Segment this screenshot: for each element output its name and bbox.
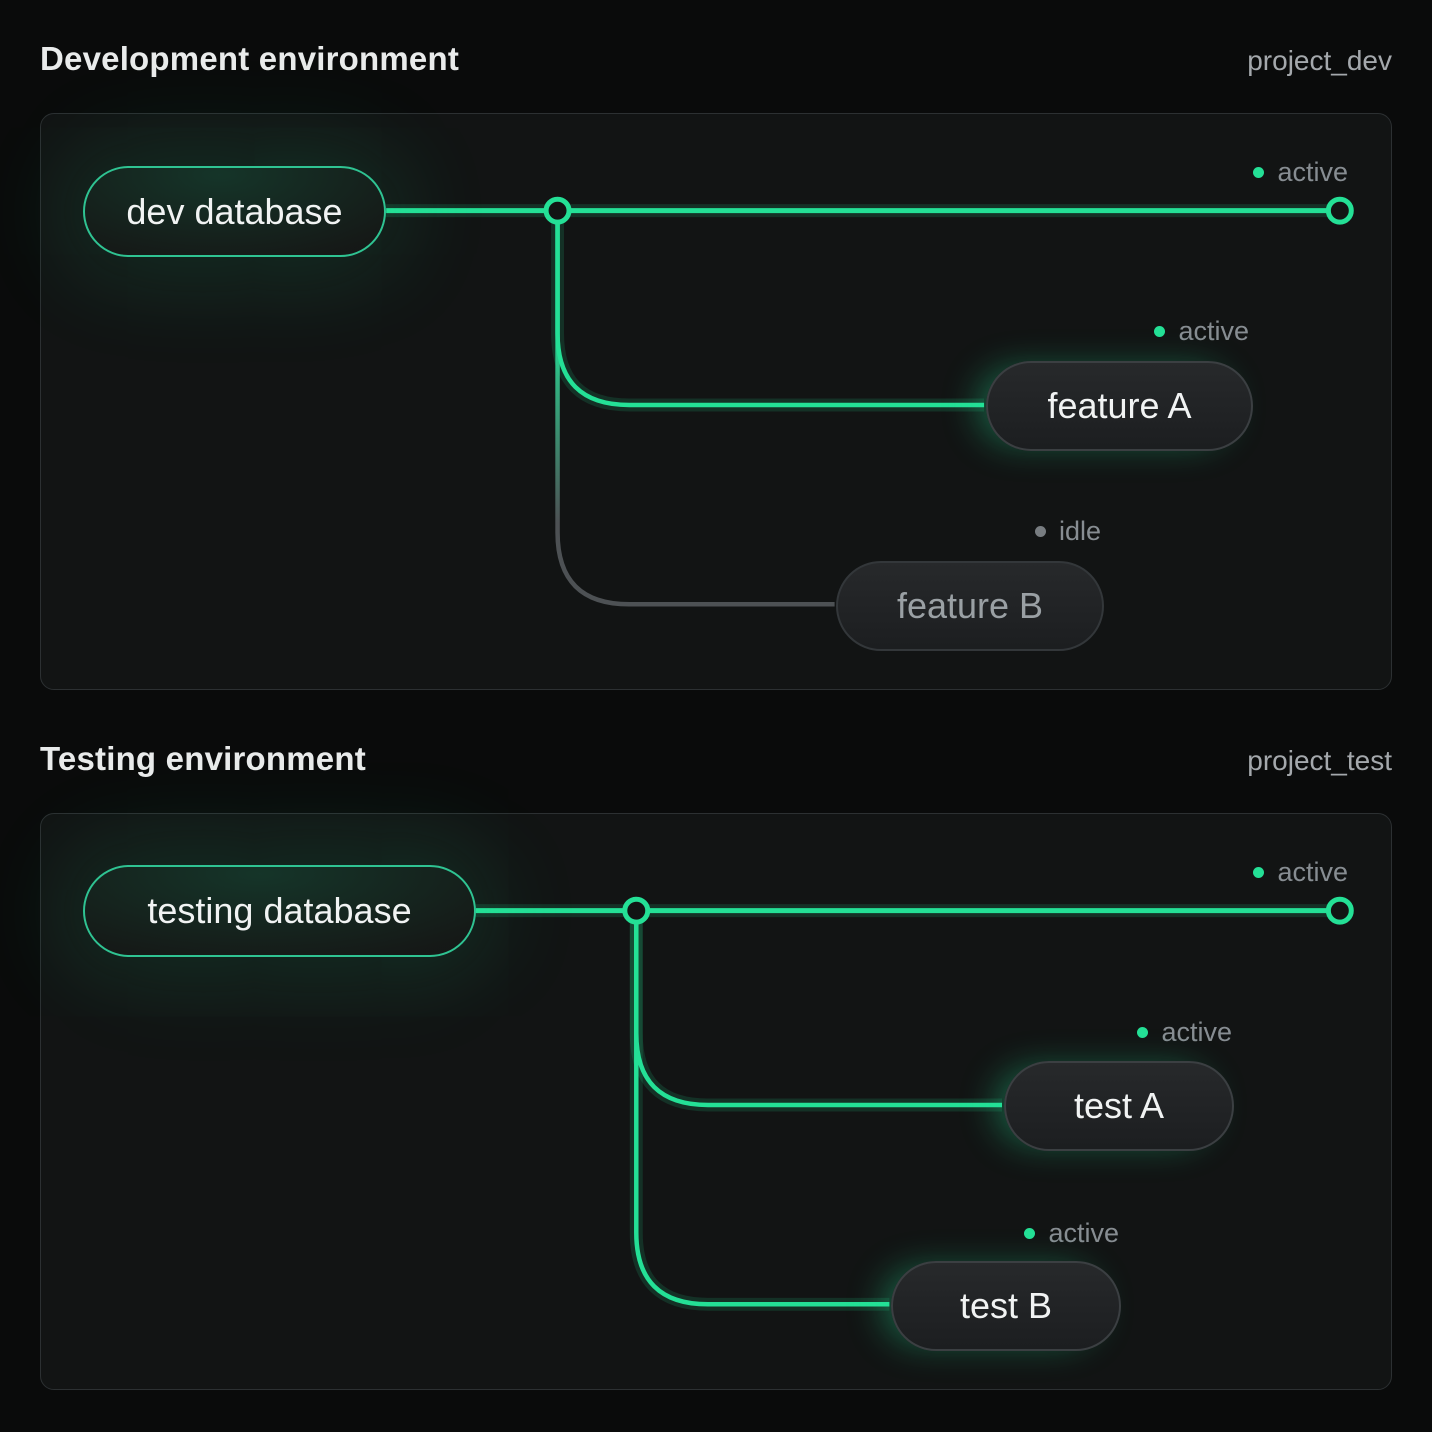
test-b-label: test B [959, 1285, 1053, 1326]
dev-database-node[interactable]: dev database [83, 166, 386, 257]
branch-point-node [622, 896, 651, 925]
dev-main-status: active [1253, 154, 1348, 190]
status-label: active [1277, 156, 1348, 187]
feature-a-label: feature A [1047, 385, 1192, 426]
status-dot [1253, 866, 1265, 878]
status-label: active [1048, 1217, 1119, 1248]
feature-a-status: active [1154, 313, 1249, 349]
test-b-node[interactable]: test B [891, 1261, 1121, 1351]
status-dot [1137, 1026, 1149, 1038]
main-branch-head-node [1325, 896, 1354, 925]
status-dot [1024, 1227, 1036, 1239]
branch-point-node [543, 196, 572, 225]
dev-branch-graph [386, 196, 1354, 607]
feature-b-connector-line [555, 210, 835, 607]
dev-project-name: project_dev [1247, 45, 1392, 76]
feature-a-connector-line [555, 210, 985, 408]
test-a-status: active [1137, 1014, 1232, 1050]
testing-database-label: testing database [147, 890, 412, 931]
feature-b-node[interactable]: feature B [836, 561, 1104, 651]
status-dot [1034, 525, 1046, 537]
test-branch-graph [475, 896, 1354, 1311]
status-label: active [1277, 856, 1348, 887]
feature-b-label: feature B [896, 585, 1044, 626]
test-main-status: active [1253, 854, 1348, 890]
status-dot [1154, 325, 1166, 337]
status-dot [1253, 166, 1265, 178]
testing-database-node[interactable]: testing database [83, 865, 476, 957]
test-section-header: Testing environment project_test [40, 740, 1392, 778]
feature-a-connector-glow [551, 210, 985, 412]
feature-b-status: idle [1034, 513, 1101, 549]
test-a-connector-glow [629, 910, 1003, 1112]
test-section-title: Testing environment [40, 740, 366, 777]
test-a-node[interactable]: test A [1004, 1061, 1234, 1151]
testing-panel: testing database active active test A ac… [40, 813, 1392, 1390]
dev-section-title: Development environment [40, 40, 460, 77]
dev-database-label: dev database [126, 190, 343, 232]
status-label: active [1178, 315, 1249, 346]
main-branch-head-node [1325, 196, 1354, 225]
test-a-label: test A [1073, 1085, 1165, 1126]
test-project-name: project_test [1247, 745, 1392, 776]
feature-a-node[interactable]: feature A [986, 361, 1253, 451]
dev-section-header: Development environment project_dev [40, 40, 1392, 78]
test-b-connector-line [634, 910, 890, 1307]
test-b-status: active [1024, 1215, 1119, 1251]
dev-panel: dev database active active feature A idl… [40, 113, 1392, 690]
test-a-connector-line [634, 910, 1003, 1108]
status-label: idle [1058, 515, 1101, 546]
status-label: active [1161, 1016, 1232, 1047]
